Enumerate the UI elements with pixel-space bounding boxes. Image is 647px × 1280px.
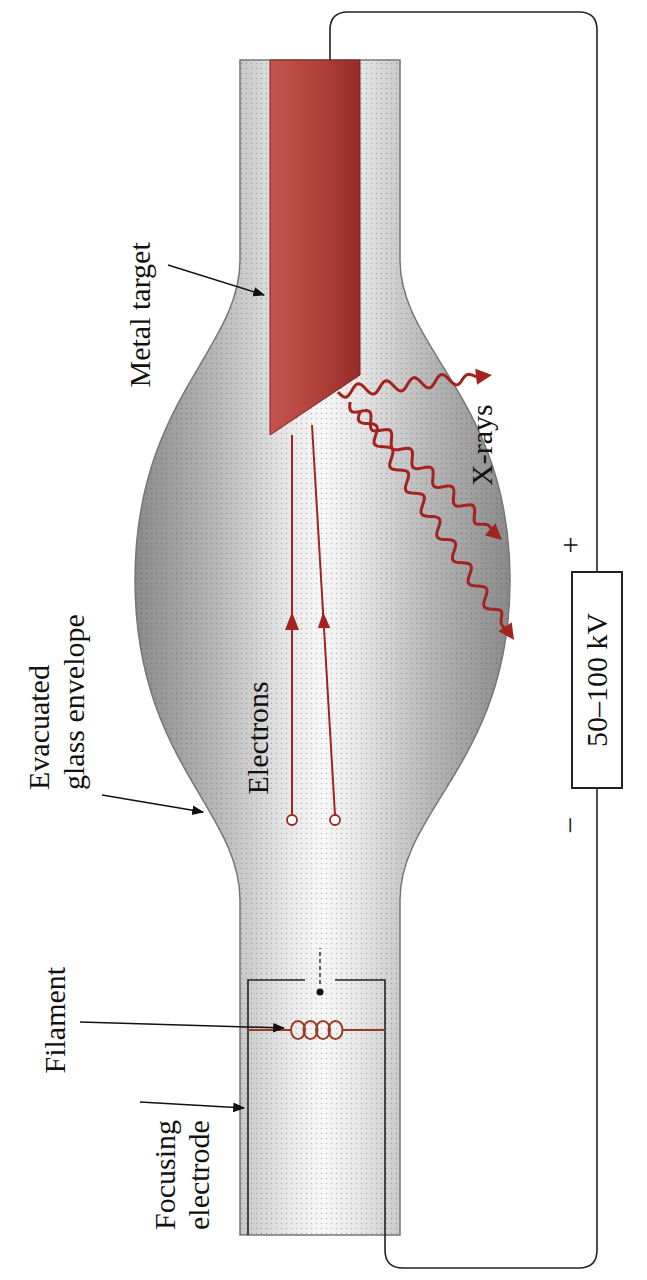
- part-label: Focusing electrode: [148, 1100, 217, 1230]
- electrode-aperture: [319, 948, 320, 984]
- x-ray-arrowhead: [475, 369, 492, 385]
- metal-target: [270, 60, 360, 435]
- glass-texture: [135, 60, 510, 1235]
- part-label: Evacuated glass envelope: [22, 605, 91, 790]
- x-ray-arrowhead: [498, 622, 514, 640]
- glass-envelope: [135, 60, 510, 1235]
- voltage-supply-box: 50–100 kV: [571, 571, 623, 789]
- part-label: Metal target: [123, 242, 158, 387]
- x-ray-waves: [338, 369, 514, 640]
- x-ray-wave: [338, 374, 479, 397]
- part-label: Electrons: [241, 681, 276, 794]
- x-ray-arrowhead: [485, 523, 502, 540]
- circuit-wire: [330, 12, 597, 1268]
- filament-coil: [248, 1021, 385, 1039]
- part-label: X-rays: [465, 404, 500, 486]
- polarity-sign: −: [553, 817, 588, 834]
- voltage-label: 50–100 kV: [579, 613, 615, 747]
- electron-beam: [285, 425, 340, 825]
- leader-line: [80, 265, 284, 1108]
- focusing-electrode: [248, 980, 385, 1235]
- polarity-sign: +: [553, 537, 588, 554]
- electrode-aperture-dot: [317, 989, 324, 996]
- part-label: Filament: [38, 967, 73, 1074]
